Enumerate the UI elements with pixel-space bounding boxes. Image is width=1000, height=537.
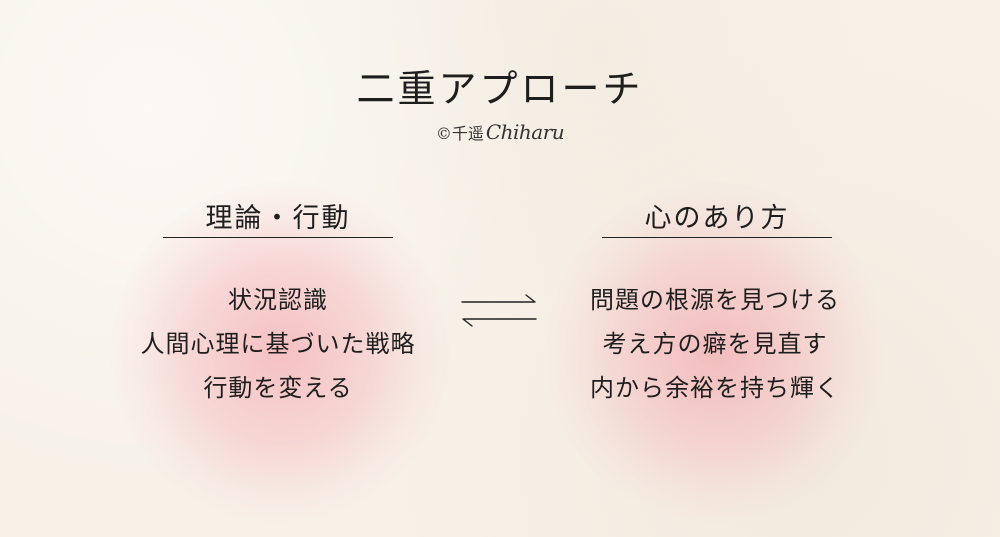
left-heading: 理論・行動: [205, 203, 351, 234]
author-signature: Chiharu: [485, 120, 565, 144]
right-item: 内から余裕を持ち輝く: [590, 374, 840, 402]
right-heading-underline: [602, 237, 832, 238]
credit-prefix: ©千遥: [435, 124, 484, 143]
right-item-list: 問題の根源を見つける 考え方の癖を見直す 内から余裕を持ち輝く: [505, 278, 925, 410]
diagram-title: 二重アプローチ: [356, 67, 644, 111]
right-glow-circle: [545, 182, 885, 522]
left-item-list: 状況認識 人間心理に基づいた戦略 行動を変える: [68, 278, 488, 410]
left-heading-underline: [163, 237, 393, 238]
left-item: 状況認識: [228, 286, 328, 314]
left-item: 人間心理に基づいた戦略: [140, 330, 416, 358]
right-heading: 心のあり方: [644, 203, 790, 234]
right-item: 考え方の癖を見直す: [602, 330, 828, 358]
bidirectional-arrows-icon: [461, 294, 537, 327]
right-item: 問題の根源を見つける: [590, 286, 840, 314]
left-glow-circle: [110, 182, 450, 522]
left-item: 行動を変える: [203, 374, 353, 402]
